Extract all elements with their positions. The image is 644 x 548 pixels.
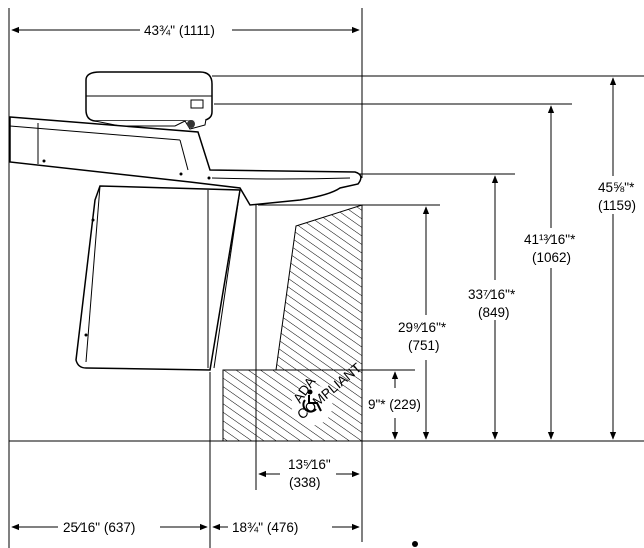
right-width-label: 18¾" (476) — [232, 520, 298, 535]
bubbler-height-dimension: 41¹³⁄16"* (1062) — [524, 105, 576, 440]
knee-depth-label-a: 13⁵⁄16" — [288, 457, 331, 472]
overall-width-dimension: 43¾" (1111) — [11, 23, 360, 38]
top-height-label-a: 45⅝"* — [598, 180, 635, 195]
knee-height-label-b: (751) — [408, 338, 440, 353]
toe-height-label: 9"* (229) — [368, 397, 421, 412]
bubbler-height-label-a: 41¹³⁄16"* — [524, 232, 576, 247]
rim-height-dimension: 33⁷⁄16"* (849) — [468, 175, 516, 440]
height-extension-lines — [212, 75, 644, 371]
top-height-dimension: 45⅝"* (1159) — [598, 77, 636, 440]
bubbler-height-label-b: (1062) — [532, 250, 571, 265]
top-height-label-b: (1159) — [598, 198, 636, 213]
bullet-dot — [412, 541, 418, 547]
rim-height-label-a: 33⁷⁄16"* — [468, 287, 516, 302]
knee-depth-dimension: 13⁵⁄16" (338) — [255, 204, 360, 490]
left-width-label: 25⁄16" (637) — [63, 520, 135, 535]
toe-height-dimension: 9"* (229) — [368, 371, 421, 440]
bottom-width-dimensions: 25⁄16" (637) 18¾" (476) — [11, 372, 363, 548]
fountain-body — [9, 71, 362, 371]
knee-height-dimension: 29⁹⁄16"* (751) — [398, 206, 447, 440]
overall-width-label: 43¾" (1111) — [144, 23, 215, 38]
knee-depth-label-b: (338) — [289, 475, 321, 490]
knee-height-label-a: 29⁹⁄16"* — [398, 320, 447, 335]
rim-height-label-b: (849) — [478, 305, 510, 320]
wheelchair-icon — [302, 389, 322, 413]
